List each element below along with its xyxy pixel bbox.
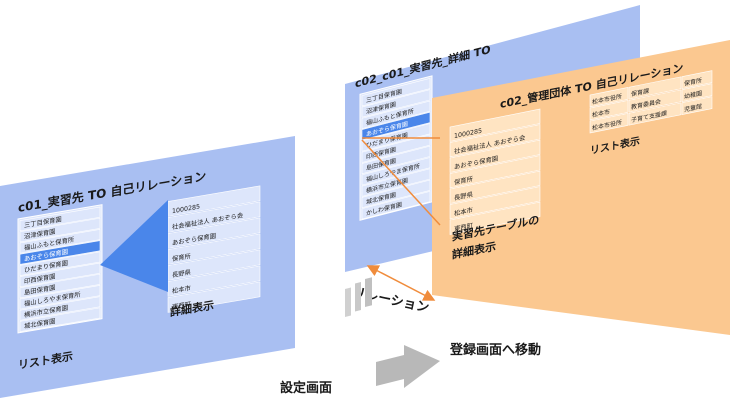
list-to-detail-connector bbox=[100, 200, 168, 292]
front-grid-cell-bg bbox=[681, 83, 713, 102]
front-detail-row-bg bbox=[449, 124, 541, 158]
left-list-row-bg bbox=[19, 206, 101, 232]
arrow-stripe-1 bbox=[345, 287, 351, 317]
relation-label: リレーション bbox=[351, 285, 430, 316]
back-list-row-bg bbox=[361, 179, 431, 209]
navigate-arrow bbox=[345, 277, 440, 388]
left-list-row-bg bbox=[19, 229, 101, 254]
front-grid-cell-bg bbox=[681, 70, 713, 89]
left-list-row-bg bbox=[19, 285, 101, 310]
front-grid-cell-bg bbox=[589, 113, 629, 134]
arrow-stripe-3 bbox=[365, 277, 372, 307]
left-list-row-bg bbox=[19, 296, 101, 321]
back-list-row-bg bbox=[361, 77, 431, 107]
front-grid-cell-bg bbox=[681, 96, 713, 115]
arrow-stripe-2 bbox=[355, 281, 361, 312]
front-grid-cell[interactable]: 児童館 bbox=[684, 102, 702, 114]
front-grid-cell[interactable]: 幼稚園 bbox=[684, 89, 702, 101]
front-grid-cell-bg bbox=[628, 102, 682, 126]
back-list-row-bg bbox=[361, 89, 431, 118]
left-detail-item[interactable]: 1000285 bbox=[172, 204, 200, 216]
back-list-row-bg bbox=[361, 111, 431, 141]
back-list-row-bg bbox=[361, 134, 431, 163]
front-detail-row-bg bbox=[449, 186, 541, 220]
front-grid-cell[interactable]: 松本市 bbox=[592, 108, 610, 120]
back-list-row-bg bbox=[361, 145, 431, 175]
front-grid-cell[interactable]: 保育所 bbox=[684, 76, 702, 88]
left-list-row-bg bbox=[19, 262, 101, 288]
front-grid-cell-bg bbox=[589, 87, 629, 108]
front-detail-row-bg bbox=[449, 155, 541, 189]
front-grid-cell-bg bbox=[589, 100, 629, 121]
front-detail-row-bg bbox=[449, 170, 541, 204]
back-list-row-bg bbox=[361, 190, 431, 220]
arrow-head bbox=[376, 345, 440, 388]
left-list-row-bg bbox=[19, 217, 101, 243]
back-list-row-bg bbox=[361, 100, 431, 129]
relation-lines bbox=[361, 137, 441, 301]
left-detail-row-bg bbox=[167, 281, 261, 313]
left-detail-item[interactable]: 長野県 bbox=[172, 268, 192, 279]
front-detail-item[interactable]: 長野県 bbox=[454, 190, 474, 202]
left-list-row-bg bbox=[19, 240, 101, 265]
front-detail-row-bg bbox=[449, 201, 541, 235]
front-grid-cell-bg bbox=[628, 89, 682, 113]
left-panel: c01_実習先 TO 自己リレーション 三丁目保育園沼津保育園福山ふもと保育所あ… bbox=[0, 136, 295, 398]
left-list-row-bg bbox=[19, 273, 101, 299]
front-detail-row-bg bbox=[449, 108, 541, 142]
relation-arrow bbox=[366, 265, 436, 301]
left-list: 三丁目保育園沼津保育園福山ふもと保育所あおぞら保育園ひだまり保育園印西保育園島田… bbox=[19, 206, 101, 332]
front-grid-cell[interactable]: 保育課 bbox=[631, 87, 649, 99]
front-grid-cell-bg bbox=[628, 76, 682, 100]
relation-line-diagonal bbox=[361, 139, 441, 226]
back-list: 三丁目保育園沼津保育園福山ふもと保育所あおぞら保育園ひだまり保育園印西保育園島田… bbox=[361, 77, 431, 220]
front-detail-row-bg bbox=[449, 139, 541, 173]
left-list-row-bg bbox=[19, 251, 101, 276]
from-label: 設定画面 bbox=[280, 380, 332, 396]
to-label: 登録画面へ移動 bbox=[449, 342, 541, 358]
left-list-row-bg bbox=[19, 307, 101, 332]
